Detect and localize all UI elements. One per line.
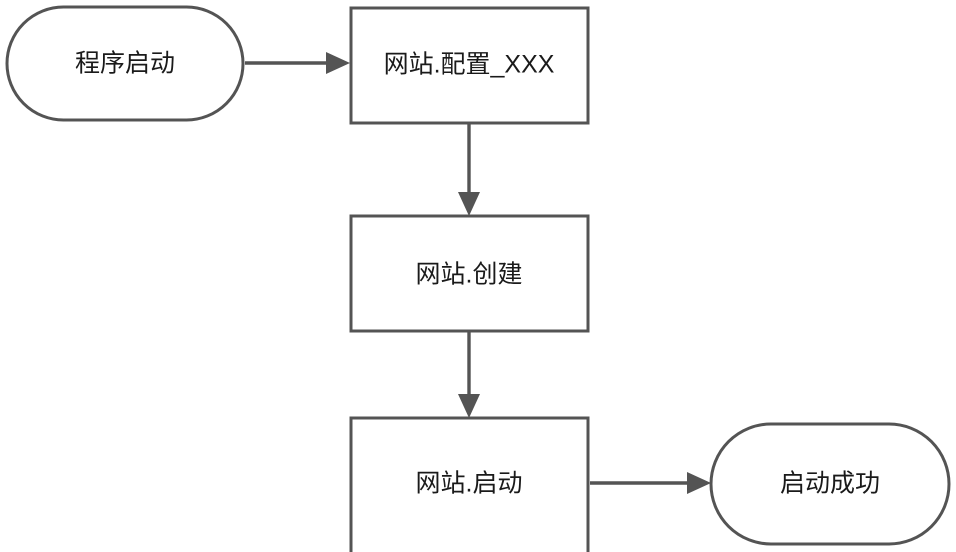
node-start-shape (5, 5, 245, 122)
edge-create-launch-arrowhead (458, 394, 480, 418)
edge-launch-success[interactable] (590, 472, 711, 494)
node-success-label: 启动成功 (780, 470, 880, 498)
node-launch-shape (349, 416, 590, 552)
node-config[interactable]: 网站.配置_XXX (349, 6, 590, 125)
edge-start-config[interactable] (245, 52, 350, 74)
edge-config-create-arrowhead (458, 192, 480, 216)
node-launch[interactable]: 网站.启动 (349, 416, 590, 552)
node-start[interactable]: 程序启动 (5, 5, 245, 122)
node-config-shape (349, 6, 590, 125)
edge-create-launch[interactable] (458, 332, 480, 418)
node-success[interactable]: 启动成功 (709, 422, 951, 546)
node-create-shape (349, 214, 590, 333)
node-create[interactable]: 网站.创建 (349, 214, 590, 333)
edge-start-config-arrowhead (326, 52, 350, 74)
edge-config-create[interactable] (458, 124, 480, 216)
node-start-label: 程序启动 (75, 50, 175, 78)
node-launch-label: 网站.启动 (416, 470, 523, 498)
node-success-shape (709, 422, 951, 546)
edge-launch-success-arrowhead (687, 472, 711, 494)
node-create-label: 网站.创建 (416, 261, 523, 289)
node-config-label: 网站.配置_XXX (384, 51, 555, 79)
